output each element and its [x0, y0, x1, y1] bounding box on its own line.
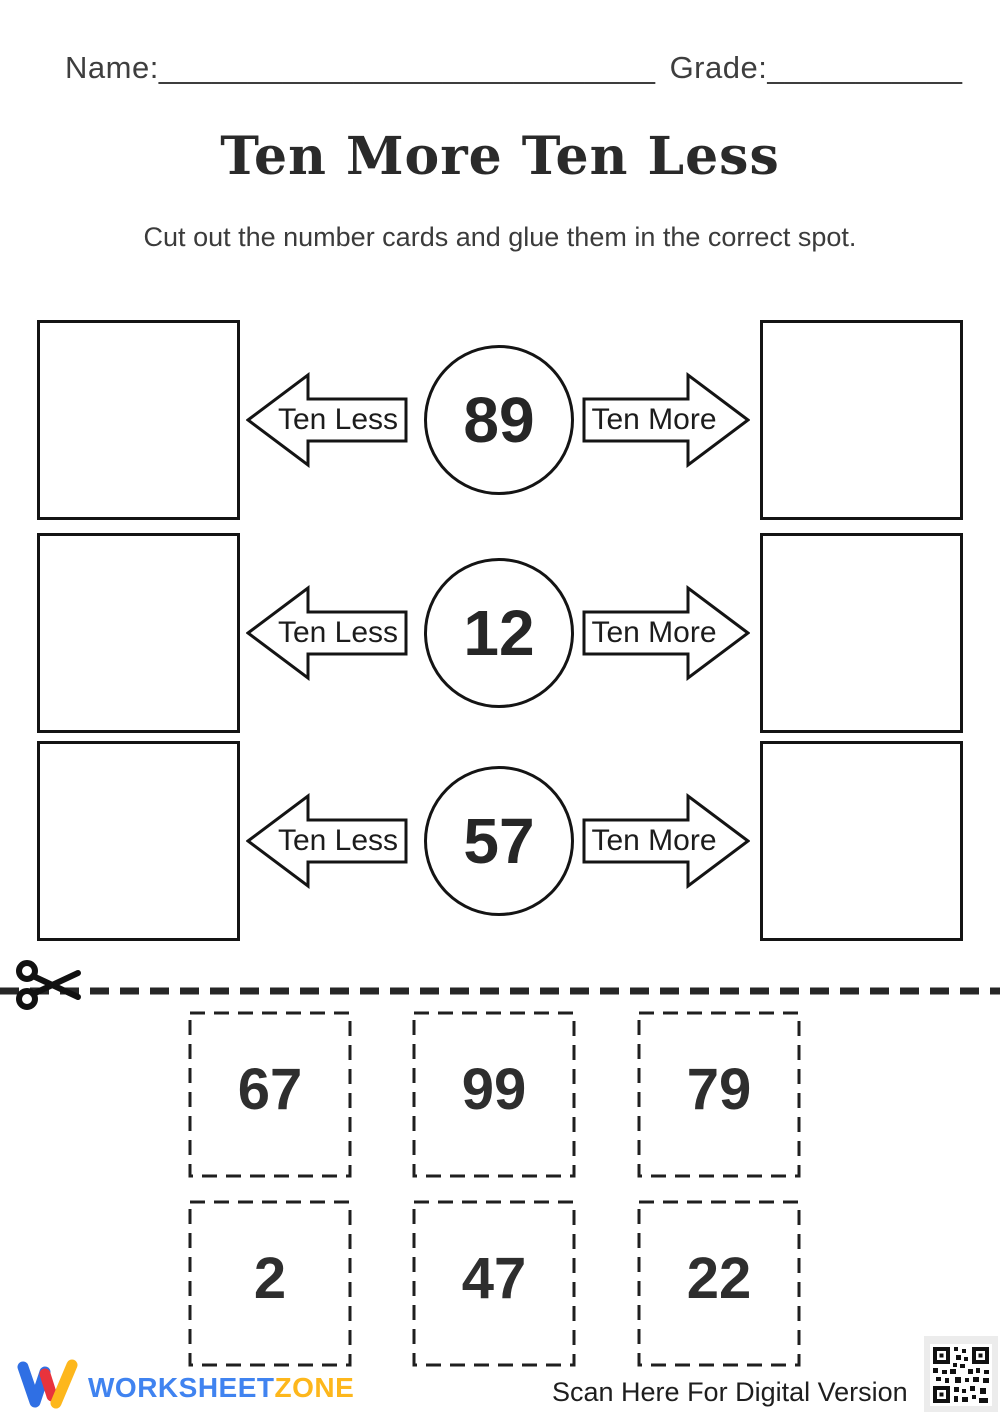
circle-number: 12 [463, 597, 535, 669]
right-arrow-icon [582, 585, 750, 681]
card-number: 47 [461, 1246, 527, 1311]
number-card[interactable]: 47 [412, 1200, 576, 1367]
card-number: 2 [253, 1246, 287, 1311]
ten-less-arrow-row1: Ten Less [246, 372, 408, 468]
grade-blank-line[interactable]: ___________ [767, 50, 963, 85]
ten-less-drop-box-row1[interactable] [37, 320, 240, 520]
number-circle-row3: 57 [424, 766, 574, 916]
number-card[interactable]: 99 [412, 1011, 576, 1178]
card-number: 67 [237, 1057, 303, 1122]
number-card[interactable]: 2 [188, 1200, 352, 1367]
scissors-icon [16, 960, 81, 1010]
dashed-card-border [412, 1200, 576, 1367]
card-number: 99 [461, 1057, 527, 1122]
number-circle-row2: 12 [424, 558, 574, 708]
ten-more-arrow-label: Ten More [591, 403, 717, 436]
ten-more-arrow-label: Ten More [591, 616, 717, 649]
name-grade-line: Name:____________________________ Grade:_… [65, 50, 963, 86]
right-arrow-icon [582, 372, 750, 468]
ten-more-drop-box-row2[interactable] [760, 533, 963, 733]
instruction-text: Cut out the number cards and glue them i… [143, 222, 857, 252]
left-arrow-icon [246, 585, 408, 681]
right-arrow-icon [582, 793, 750, 889]
number-card[interactable]: 79 [637, 1011, 801, 1178]
left-arrow-icon [246, 372, 408, 468]
ten-less-drop-box-row2[interactable] [37, 533, 240, 733]
circle-number: 57 [463, 805, 535, 877]
name-label: Name: [65, 50, 159, 85]
card-number: 79 [686, 1057, 752, 1122]
circle-number: 89 [463, 384, 535, 456]
cut-line [0, 987, 1000, 995]
number-circle-row1: 89 [424, 345, 574, 495]
page-title: Ten More Ten Less [220, 126, 780, 187]
ten-less-arrow-row3: Ten Less [246, 793, 408, 889]
qr-code [924, 1336, 998, 1412]
brand-zone: ZONE [274, 1372, 355, 1403]
ten-more-arrow-row1: Ten More [582, 372, 750, 468]
ten-more-arrow-label: Ten More [591, 824, 717, 857]
name-blank-line[interactable]: ____________________________ [158, 50, 656, 85]
ten-less-arrow-label: Ten Less [277, 403, 399, 436]
ten-less-arrow-row2: Ten Less [246, 585, 408, 681]
ten-less-arrow-label: Ten Less [277, 824, 399, 857]
dashed-card-border [188, 1200, 352, 1367]
ten-more-drop-box-row1[interactable] [760, 320, 963, 520]
grade-label: Grade: [669, 50, 768, 85]
scan-here-text: Scan Here For Digital Version [552, 1377, 908, 1407]
dashed-card-border [188, 1011, 352, 1178]
ten-more-arrow-row3: Ten More [582, 793, 750, 889]
ten-less-drop-box-row3[interactable] [37, 741, 240, 941]
brand-name: WORKSHEETZONE [88, 1372, 354, 1404]
number-card[interactable]: 22 [637, 1200, 801, 1367]
ten-more-drop-box-row3[interactable] [760, 741, 963, 941]
ten-less-arrow-label: Ten Less [277, 616, 399, 649]
brand-worksheet: WORKSHEET [88, 1372, 275, 1403]
dashed-card-border [637, 1200, 801, 1367]
worksheetzone-logo-icon [17, 1359, 78, 1409]
ten-more-arrow-row2: Ten More [582, 585, 750, 681]
left-arrow-icon [246, 793, 408, 889]
card-number: 22 [686, 1246, 752, 1311]
dashed-card-border [412, 1011, 576, 1178]
dashed-card-border [637, 1011, 801, 1178]
number-card[interactable]: 67 [188, 1011, 352, 1178]
